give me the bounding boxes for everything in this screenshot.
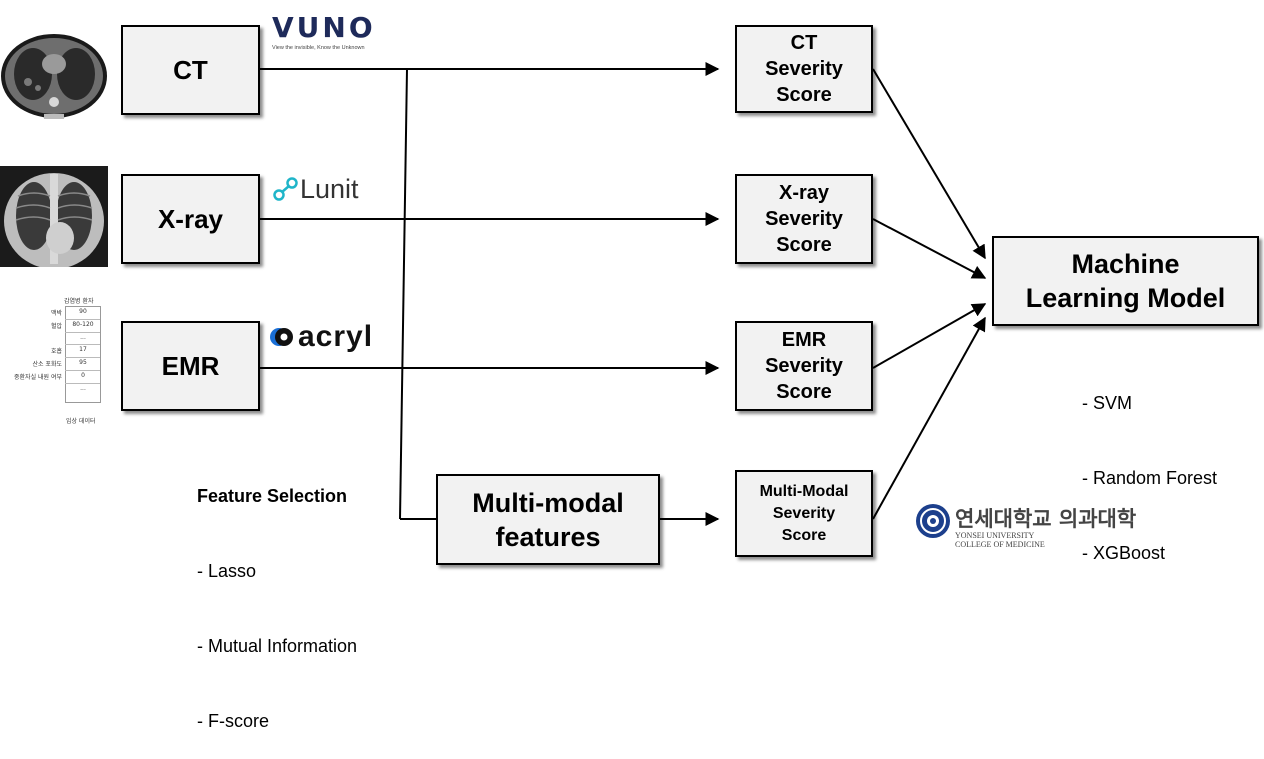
connector-layer [260,62,987,526]
multimodal-severity-score-label: Multi-Modal Severity Score [759,482,849,544]
vuno-tagline: View the invisible, Know the Unknown [272,45,365,51]
yonsei-korean-name: 연세대학교 의과대학 [955,507,1137,531]
feature-selection-title: Feature Selection [197,486,348,506]
emr-input-box: EMR [121,321,260,411]
emr-row-label: 산소 포화도 [32,361,62,369]
emr-row-label: 맥박 [50,310,62,317]
emr-row-value: 80-120 [72,320,94,328]
yonsei-logo: 연세대학교 의과대학 YONSEI UNIVERSITY COLLEGE OF … [915,501,1165,553]
emr-row-label: 호흡 [50,348,62,356]
ct-severity-score-label: CT Severity Score [765,32,843,106]
emr-row-divider [65,382,100,384]
vuno-logo: VUNO View the invisible, Know the Unknow… [272,14,384,56]
ml-model-box: Machine Learning Model [992,236,1259,326]
feature-selection-item: - F-score [197,711,269,731]
emr-row-value: 95 [79,359,87,367]
ct-scan-image [0,24,108,122]
emr-table-title: 감염병 환자 [64,298,94,305]
vuno-wordmark: VUNO [272,11,376,44]
ct-input-label: CT [173,54,208,85]
mm-score-to-ml-arrow [872,316,986,520]
xray-score-to-ml-arrow [872,218,987,279]
emr-row-value: 0 [81,372,85,379]
emr-row-value: 90 [79,308,87,315]
feature-selection-note: Feature Selection - Lasso - Mutual Infor… [197,434,357,759]
feature-bus-line [399,68,408,520]
ct-severity-score-box: CT Severity Score [735,25,873,113]
acryl-mark-icon [270,328,293,346]
emr-row-divider [65,344,100,346]
emr-row-divider [65,318,100,320]
lunit-wordmark: Lunit [300,173,359,204]
lunit-mark-icon [273,177,298,201]
yonsei-emblem-icon [916,504,950,538]
xray-severity-score-label: X-ray Severity Score [765,182,843,256]
acryl-logo: acryl [269,320,387,354]
lunit-logo: Lunit [272,172,372,206]
emr-row-label: 혈압 [50,322,62,330]
emr-row-value: 17 [79,346,87,354]
feature-selection-item: - Mutual Information [197,636,358,656]
ml-methods-list: - SVM - Random Forest - XGBoost [1082,341,1217,591]
xray-image [0,166,108,267]
emr-row-divider [65,370,100,371]
acryl-wordmark: acryl [298,320,374,353]
emr-row-divider [65,331,100,333]
emr-input-label: EMR [161,350,220,381]
emr-table-footer: 임상 데이터 [66,418,96,425]
yonsei-english-line2: COLLEGE OF MEDICINE [955,540,1045,549]
ct-score-to-ml-arrow [872,68,986,260]
ml-method-item: - XGBoost [1082,543,1166,563]
emr-clinical-table: 감염병 환자 맥박 90 혈압 80-120... 호흡 17 산소 포화도 95 중환자실 내… [0,296,112,425]
emr-row-value: ... [80,384,86,392]
multimodal-severity-score-box: Multi-Modal Severity Score [735,470,873,557]
multimodal-features-box: Multi-modal features [436,474,660,565]
feature-selection-item: - Lasso [197,561,257,581]
ml-method-item: - SVM [1082,393,1133,413]
multimodal-features-label: Multi-modal features [472,487,624,552]
xray-severity-score-box: X-ray Severity Score [735,174,873,264]
emr-row-label: 중환자실 내원 여부 [14,374,62,381]
emr-row-value: ... [80,333,86,341]
ct-input-box: CT [121,25,260,115]
ml-model-title: Machine Learning Model [1025,249,1226,313]
xray-input-label: X-ray [157,203,224,234]
emr-severity-score-label: EMR Severity Score [765,329,843,403]
emr-score-to-ml-arrow [872,303,987,369]
emr-table-frame [65,306,101,403]
yonsei-english-line1: YONSEI UNIVERSITY [955,531,1035,540]
xray-input-box: X-ray [121,174,260,264]
emr-row-divider [65,357,100,359]
ml-method-item: - Random Forest [1082,468,1218,488]
emr-severity-score-box: EMR Severity Score [735,321,873,411]
